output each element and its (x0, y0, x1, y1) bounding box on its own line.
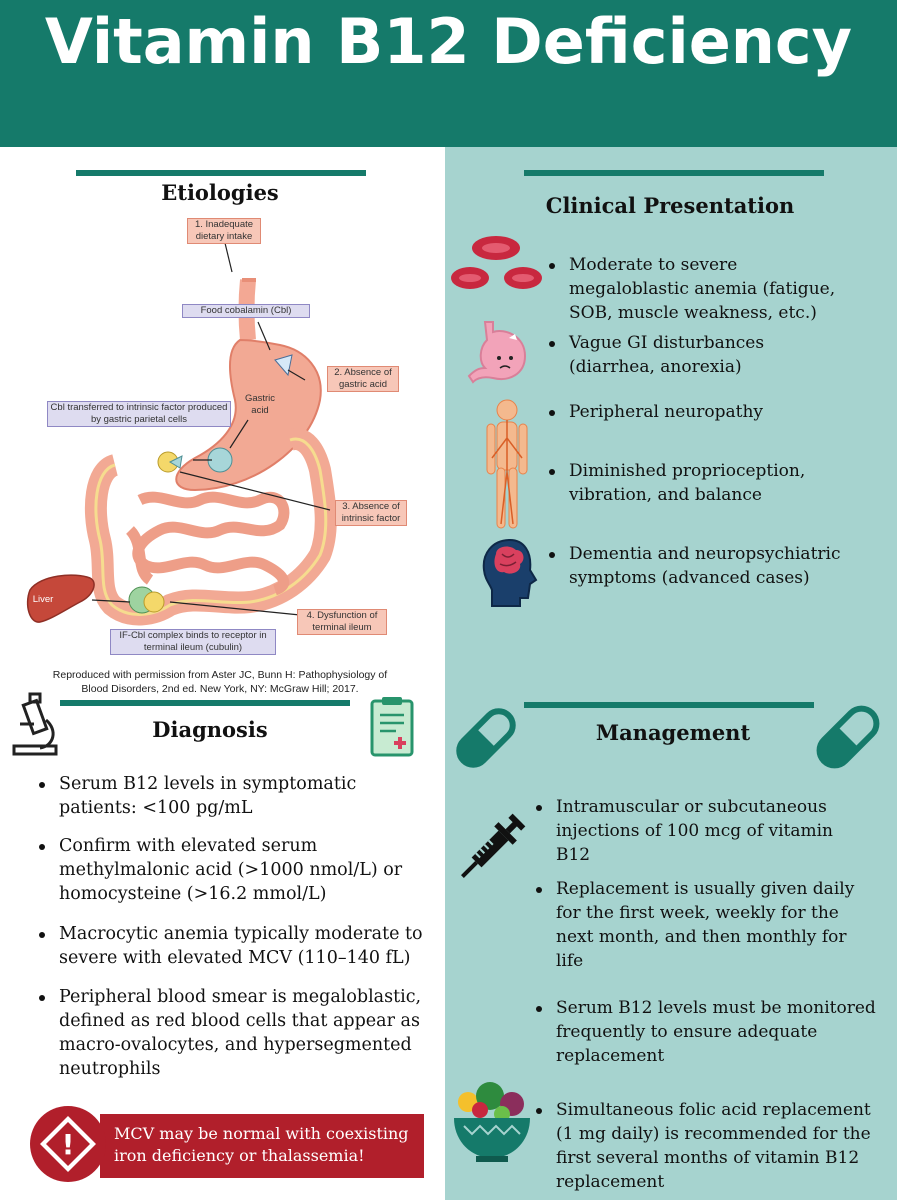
liver-label: Liver (32, 594, 54, 605)
ifcbl-complex-label: IF-Cbl complex binds to receptor in term… (110, 629, 276, 655)
header-banner (0, 0, 897, 147)
management-item: Simultaneous folic acid replacement (1 m… (536, 1098, 876, 1194)
etiology-diagram (26, 242, 337, 626)
management-heading: Management (595, 720, 751, 745)
ileum-receptor-complex (143, 591, 165, 613)
intestine-highlight (94, 437, 328, 616)
syringe-icon (461, 813, 526, 878)
clinical-item: Moderate to severe megaloblastic anemia … (549, 253, 849, 325)
clipboard-icon (370, 697, 414, 757)
figure-credit: Reproduced with permission from Aster JC… (52, 669, 388, 695)
etiologies-heading: Etiologies (161, 180, 279, 205)
food-cobalamin-label: Food cobalamin (Cbl) (182, 304, 310, 318)
clinical-divider (524, 170, 824, 176)
clinical-heading: Clinical Presentation (545, 193, 795, 218)
etiology-label-1: 1. Inadequate dietary intake (187, 218, 261, 244)
management-item: Replacement is usually given daily for t… (536, 877, 876, 973)
management-item: Intramuscular or subcutaneous injections… (536, 795, 866, 867)
management-item: Serum B12 levels must be monitored frequ… (536, 998, 876, 1066)
etiologies-divider (76, 170, 366, 176)
liver (26, 574, 95, 623)
stomach-icon (467, 321, 527, 384)
clinical-item: Diminished proprioception, vibration, an… (549, 459, 849, 507)
diagnosis-item: Macrocytic anemia typically moderate to … (39, 922, 429, 970)
alert-text: MCV may be normal with coexisting iron d… (114, 1124, 409, 1165)
diagram-arrows (91, 242, 331, 616)
page-title: Vitamin B12 Deficiency (44, 5, 853, 78)
alert-icon: ! (30, 1106, 106, 1182)
diagnosis-item: Serum B12 levels in symptomatic patients… (39, 772, 389, 820)
etiology-label-4: 4. Dysfunction of terminal ileum (297, 609, 387, 635)
management-divider (524, 702, 814, 708)
diagnosis-divider (60, 700, 350, 706)
small-intestine (125, 491, 290, 596)
capsule-icon (816, 705, 880, 769)
diagnosis-item: Peripheral blood smear is megaloblastic,… (39, 985, 439, 1081)
gastric-acid-label: Gastric acid (244, 393, 276, 416)
etiology-label-3: 3. Absence of intrinsic factor (335, 500, 407, 526)
nervous-system-icon (486, 399, 528, 529)
clinical-item: Vague GI disturbances (diarrhea, anorexi… (549, 331, 849, 379)
diagnosis-item: Confirm with elevated serum methylmaloni… (39, 834, 434, 906)
salad-bowl-icon (454, 1082, 530, 1162)
alert-symbol: ! (62, 1128, 75, 1161)
red-blood-cells-icon (451, 236, 542, 289)
alert-callout (100, 1114, 424, 1178)
diagnosis-heading: Diagnosis (152, 717, 268, 742)
right-panel-background (445, 147, 897, 1200)
cbl-molecule (274, 354, 293, 377)
microscope-icon (12, 692, 58, 756)
cbl-transfer-label: Cbl transferred to intrinsic factor prod… (47, 401, 231, 427)
clinical-item: Dementia and neuropsychiatric symptoms (… (549, 542, 849, 590)
etiology-label-2: 2. Absence of gastric acid (327, 366, 399, 392)
cbl-if-complex-cbl (168, 455, 183, 469)
clinical-item: Peripheral neuropathy (549, 400, 849, 424)
brain-head-icon (482, 538, 538, 607)
capsule-icon (456, 708, 516, 768)
